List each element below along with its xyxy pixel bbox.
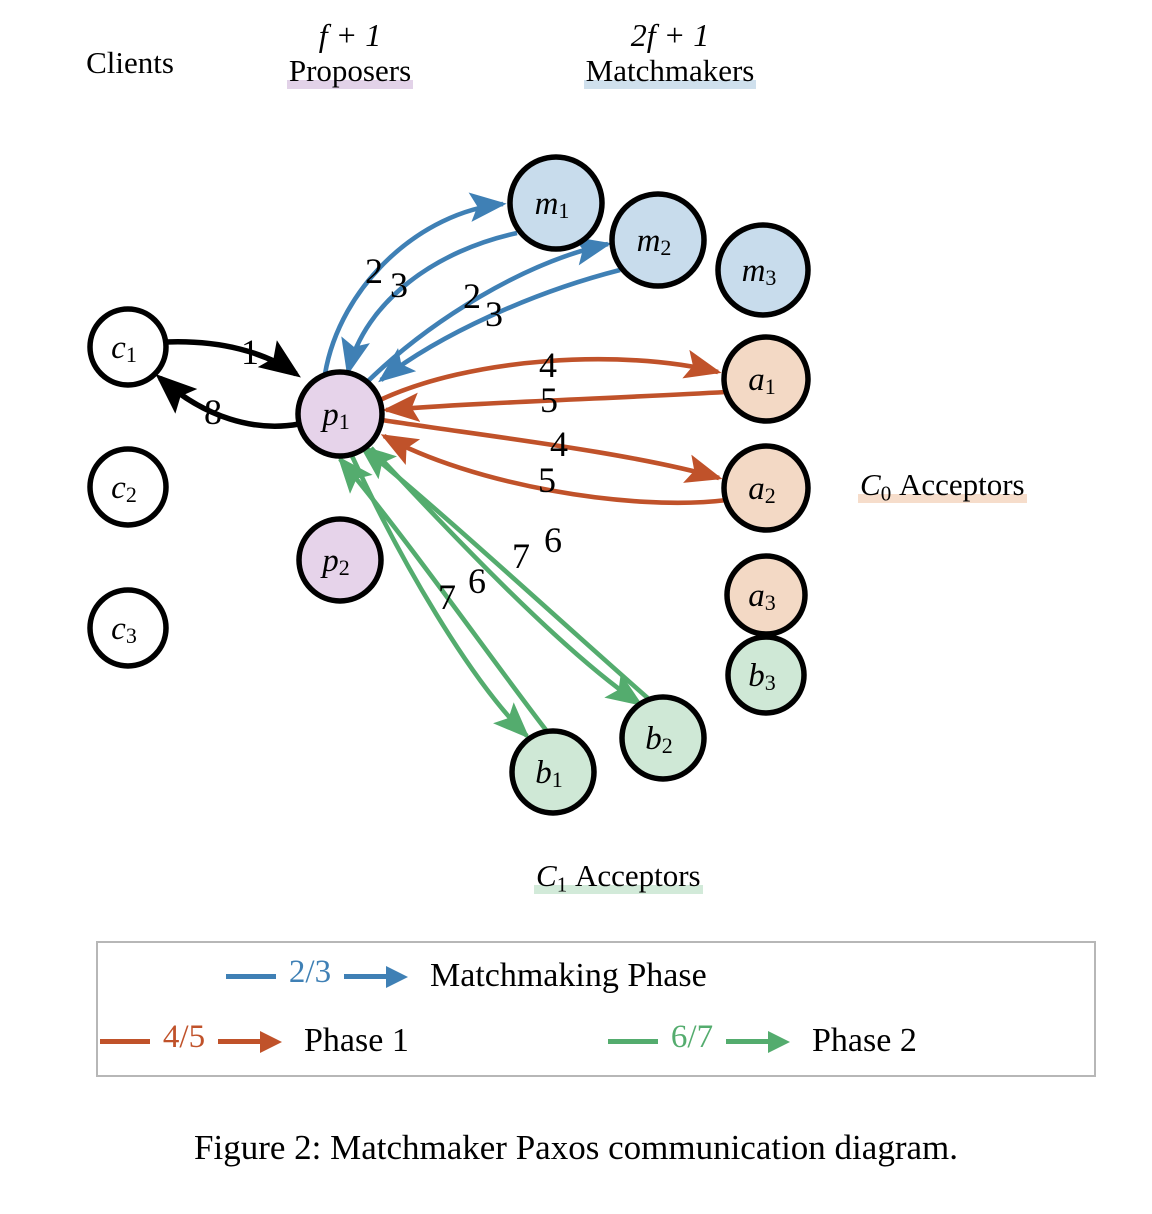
legend: 2/3 Matchmaking Phase 4/5 Phase 1 6/7 [96, 941, 1096, 1077]
edge-b2-to-p1 [359, 444, 652, 702]
node-p1[interactable]: p1 [295, 369, 385, 459]
legend-row-matchmaking[interactable]: 2/3 Matchmaking Phase [226, 954, 707, 995]
label-c0-prefix: C [860, 467, 881, 502]
node-circle-p2 [296, 516, 384, 604]
edge-group-matchmaking [322, 192, 621, 386]
header-proposers: f + 1 Proposers [250, 17, 450, 89]
node-a2[interactable]: a2 [721, 443, 811, 533]
edge-label-matchmaking-2-0: 2 [365, 251, 383, 291]
header-matchmakers: 2f + 1 Matchmakers [545, 17, 795, 89]
legend-swatch-phase1: 4/5 [100, 1019, 290, 1058]
node-m2[interactable]: m2 [609, 191, 707, 289]
edge-label-phase1-5-9: 5 [538, 460, 556, 500]
edge-a2-to-p1 [380, 433, 728, 506]
node-circle-b2 [619, 694, 707, 782]
legend-arrowhead-matchmaking [386, 966, 408, 988]
node-b2[interactable]: b2 [619, 694, 707, 782]
label-c0-sub: 0 [880, 481, 892, 506]
legend-arrowhead-phase1 [260, 1031, 282, 1053]
node-circle-b3 [725, 634, 807, 716]
edge-m1-to-p1 [341, 230, 518, 376]
node-c1[interactable]: c1 [87, 306, 169, 388]
edge-group-phase2 [337, 444, 652, 739]
header-clients-label: Clients [86, 45, 174, 80]
edge-label-phase2-7-11: 7 [512, 536, 530, 576]
node-circle-b1 [509, 728, 597, 816]
edge-p1-to-c1 [155, 373, 300, 429]
node-circle-p1 [295, 369, 385, 459]
edge-label-matchmaking-2-2: 2 [463, 276, 481, 316]
edge-p1-to-m1 [322, 192, 507, 375]
edge-label-phase1-5-7: 5 [540, 380, 558, 420]
edge-group-phase1 [379, 349, 728, 506]
label-c1-prefix: C [536, 858, 557, 893]
edge-a1-to-p1 [382, 389, 727, 422]
legend-label-matchmaking: 2/3 [288, 954, 332, 990]
node-circle-c2 [87, 446, 169, 528]
node-b1[interactable]: b1 [509, 728, 597, 816]
node-circle-a1 [721, 334, 811, 424]
header-matchmakers-count: 2f + 1 [630, 17, 710, 53]
node-circle-a3 [724, 553, 808, 637]
legend-label-phase1: 4/5 [162, 1019, 206, 1055]
legend-swatch-matchmaking: 2/3 [226, 954, 416, 993]
label-c0-acceptors: C0 Acceptors [858, 467, 1027, 506]
header-proposers-count: f + 1 [318, 17, 382, 53]
edge-label-phase2-6-12: 6 [468, 561, 486, 601]
header-proposers-label: Proposers [286, 52, 414, 89]
edge-label-matchmaking-3-1: 3 [390, 265, 408, 305]
legend-label-phase2: 6/7 [670, 1019, 714, 1055]
node-c3[interactable]: c3 [87, 587, 169, 669]
edge-label-matchmaking-3-3: 3 [485, 294, 503, 334]
node-c2[interactable]: c2 [87, 446, 169, 528]
legend-arrowhead-phase2 [768, 1031, 790, 1053]
label-c1-suffix: Acceptors [574, 858, 701, 893]
edge-c1-to-p1 [165, 339, 301, 378]
edge-group-client [155, 339, 301, 429]
edge-m2-to-p1 [378, 267, 621, 383]
header-matchmakers-label: Matchmakers [583, 52, 757, 89]
edge-label-client-8-5: 8 [204, 392, 222, 432]
edge-b1-to-p1 [337, 456, 548, 732]
legend-swatch-phase2: 6/7 [608, 1019, 798, 1058]
node-p2[interactable]: p2 [296, 516, 384, 604]
edge-label-phase1-4-8: 4 [550, 424, 568, 464]
label-c0-suffix: Acceptors [898, 467, 1025, 502]
label-c1-acceptors: C1 Acceptors [534, 858, 703, 897]
legend-row-phase2[interactable]: 6/7 Phase 2 [608, 1019, 917, 1060]
node-circle-c3 [87, 587, 169, 669]
node-a1[interactable]: a1 [721, 334, 811, 424]
node-a3[interactable]: a3 [724, 553, 808, 637]
node-circle-m1 [507, 154, 605, 252]
node-circle-m3 [715, 222, 811, 318]
legend-text-phase1: Phase 1 [304, 1022, 409, 1059]
edge-p1-to-a2 [381, 417, 723, 483]
header-clients: Clients [40, 45, 220, 81]
node-m1[interactable]: m1 [507, 154, 605, 252]
figure-caption: Figure 2: Matchmaker Paxos communication… [194, 1128, 958, 1167]
label-c1-sub: 1 [556, 872, 568, 897]
legend-text-phase2: Phase 2 [812, 1022, 917, 1059]
legend-text-matchmaking: Matchmaking Phase [430, 957, 707, 994]
node-m3[interactable]: m3 [715, 222, 811, 318]
edge-label-phase2-7-13: 7 [438, 577, 456, 617]
edge-label-phase2-6-10: 6 [544, 520, 562, 560]
edge-p1-to-a1 [379, 349, 722, 403]
node-b3[interactable]: b3 [725, 634, 807, 716]
node-circle-c1 [87, 306, 169, 388]
node-circle-a2 [721, 443, 811, 533]
node-circle-m2 [609, 191, 707, 289]
legend-row-phase1[interactable]: 4/5 Phase 1 [100, 1019, 409, 1060]
edge-label-client-1-4: 1 [241, 332, 259, 372]
edge-label-phase1-4-6: 4 [539, 345, 557, 385]
